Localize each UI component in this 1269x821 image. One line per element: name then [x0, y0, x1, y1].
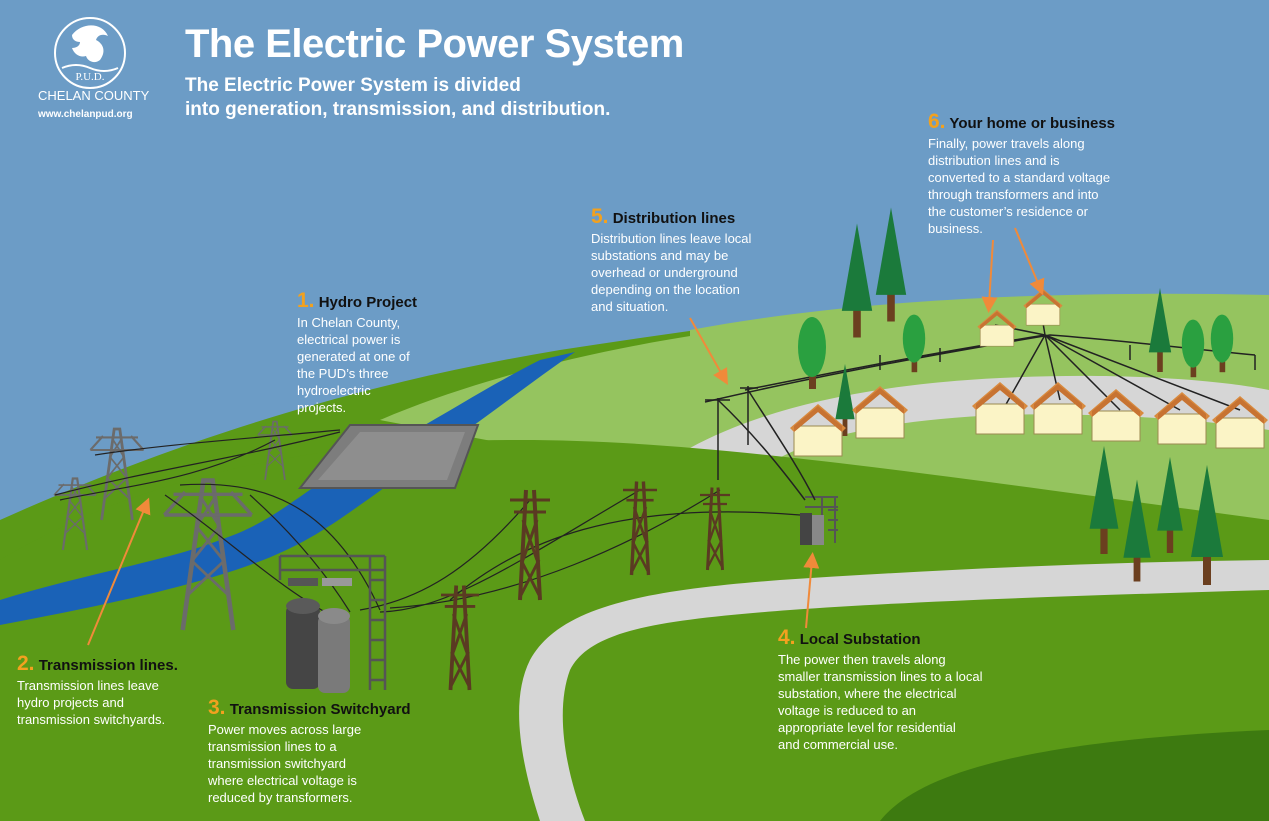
step-text: substation, where the electrical	[778, 686, 957, 701]
step-text: reduced by transformers.	[208, 790, 353, 805]
step-text: appropriate level for residential	[778, 720, 956, 735]
callout-home-or-business: 6. Your home or business Finally, power …	[928, 110, 1158, 237]
step-text: The power then travels along	[778, 652, 946, 667]
subtitle-line: into generation, transmission, and distr…	[185, 99, 611, 120]
switchyard	[278, 554, 387, 693]
step-number: 1.	[297, 289, 315, 312]
step-text: transmission lines to a	[208, 739, 337, 754]
step-number: 2.	[17, 652, 35, 675]
step-text: where electrical voltage is	[208, 773, 357, 788]
step-text: projects.	[297, 400, 347, 415]
step-text: electrical power is	[297, 332, 401, 347]
step-text: Distribution lines leave local	[591, 231, 752, 246]
callout-distribution-lines: 5. Distribution lines Distribution lines…	[591, 205, 791, 315]
page-subtitle: The Electric Power System is divided int…	[185, 74, 705, 122]
logo-url: www.chelanpud.org	[38, 109, 133, 120]
step-text: transmission switchyard	[208, 756, 346, 771]
step-text: overhead or underground	[591, 265, 738, 280]
local-substation	[800, 496, 838, 545]
step-text: the customer’s residence or	[928, 204, 1088, 219]
step-text: generated at one of	[297, 349, 410, 364]
page-title: The Electric Power System	[185, 22, 684, 66]
step-title: Hydro Project	[318, 294, 418, 311]
callout-transmission-lines: 2. Transmission lines. Transmission line…	[17, 652, 217, 728]
step-text: smaller transmission lines to a local	[778, 669, 983, 684]
step-text: voltage is reduced to an	[778, 703, 917, 718]
step-number: 4.	[778, 626, 796, 649]
callout-hydro-project: 1. Hydro Project In Chelan County, elect…	[297, 289, 467, 416]
step-title: Your home or business	[949, 115, 1116, 132]
step-title: Local Substation	[799, 631, 921, 648]
step-title: Transmission Switchyard	[229, 701, 411, 718]
step-text: the PUD’s three	[297, 366, 389, 381]
step-text: converted to a standard voltage	[928, 170, 1111, 185]
callout-transmission-switchyard: 3. Transmission Switchyard Power moves a…	[208, 696, 438, 806]
step-text: Transmission lines leave	[17, 678, 159, 693]
step-title: Distribution lines	[612, 210, 736, 227]
logo-county: CHELAN COUNTY	[38, 88, 150, 103]
step-text: depending on the location	[591, 282, 740, 297]
step-title: Transmission lines.	[38, 657, 178, 674]
step-number: 5.	[591, 205, 609, 228]
step-text: and situation.	[591, 299, 669, 314]
step-text: business.	[928, 221, 983, 236]
step-text: In Chelan County,	[297, 315, 401, 330]
step-text: substations and may be	[591, 248, 729, 263]
step-text: transmission switchyards.	[17, 712, 166, 727]
step-text: and commercial use.	[778, 737, 898, 752]
step-text: hydro projects and	[17, 695, 124, 710]
step-text: Power moves across large	[208, 722, 362, 737]
step-number: 3.	[208, 696, 226, 719]
step-text: Finally, power travels along	[928, 136, 1085, 151]
step-number: 6.	[928, 110, 946, 133]
logo-seal-text: P.U.D.	[75, 71, 104, 83]
step-text: hydroelectric	[297, 383, 371, 398]
pud-logo: P.U.D.	[54, 17, 126, 89]
callout-local-substation: 4. Local Substation The power then trave…	[778, 626, 1018, 753]
step-text: distribution lines and is	[928, 153, 1060, 168]
subtitle-line: The Electric Power System is divided	[185, 75, 521, 96]
step-text: through transformers and into	[928, 187, 1099, 202]
